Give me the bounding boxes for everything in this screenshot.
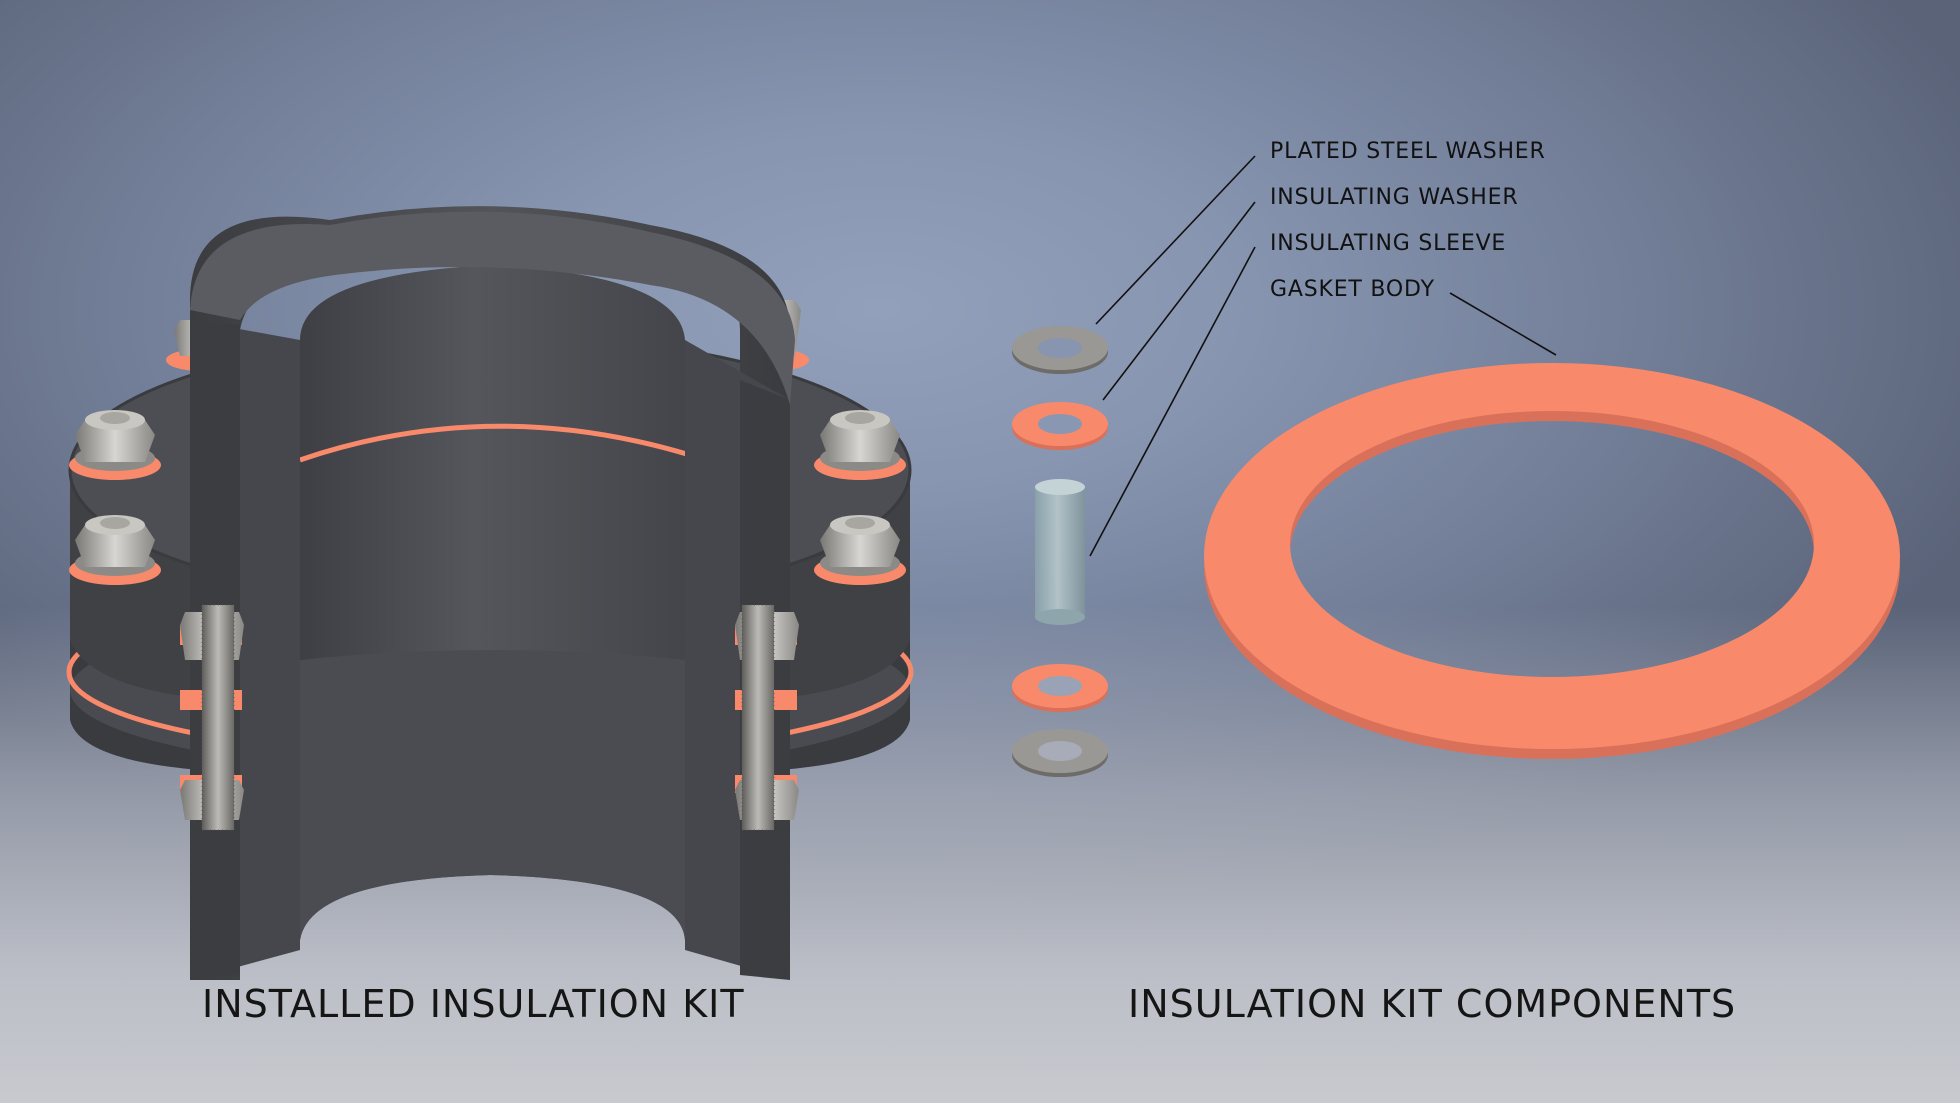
- leader-plated-steel-washer: [1095, 155, 1256, 325]
- gasket-body: [1204, 363, 1900, 759]
- stud-left: [180, 604, 244, 831]
- leader-insulating-washer: [1102, 201, 1256, 401]
- plated-steel-washer: [1012, 326, 1108, 374]
- insulating-sleeve: [1035, 479, 1085, 625]
- nut-top-right: [814, 410, 906, 480]
- stud-bolts: [180, 604, 799, 831]
- nut-mid-left: [69, 515, 161, 585]
- nut-mid-right: [814, 515, 906, 585]
- insulating-washer-bottom: [1012, 664, 1108, 712]
- callout-gasket-body: GASKET BODY: [1270, 277, 1435, 302]
- nut-top-left: [69, 410, 161, 480]
- stud-right: [735, 604, 799, 831]
- leader-gasket-body: [1449, 292, 1557, 356]
- caption-kit-components: INSULATION KIT COMPONENTS: [1128, 982, 1737, 1026]
- insulating-washer: [1012, 402, 1108, 450]
- plated-steel-washer-bottom: [1012, 729, 1108, 777]
- callout-leaders: [1089, 155, 1557, 557]
- pipe-section: [190, 206, 795, 981]
- caption-installed-kit: INSTALLED INSULATION KIT: [202, 982, 745, 1026]
- leader-insulating-sleeve: [1089, 246, 1256, 557]
- callout-insulating-sleeve: INSULATING SLEEVE: [1270, 231, 1507, 256]
- bore-gasket-seam: [299, 423, 691, 463]
- callout-insulating-washer: INSULATING WASHER: [1270, 185, 1519, 210]
- kit-components: [1012, 155, 1900, 777]
- installed-flange-assembly: [66, 206, 914, 981]
- callout-plated-steel-washer: PLATED STEEL WASHER: [1270, 139, 1546, 164]
